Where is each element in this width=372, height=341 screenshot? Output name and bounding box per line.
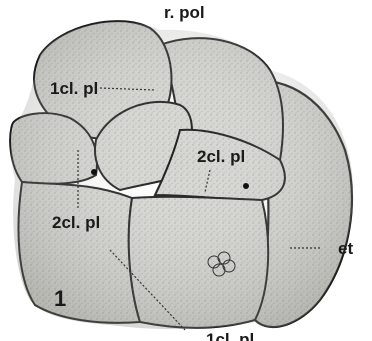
junction-mark-right bbox=[243, 183, 249, 189]
label-et: et bbox=[338, 239, 353, 258]
label-second-cleavage-plane-left: 2cl. pl bbox=[52, 213, 100, 232]
label-r-pol: r. pol bbox=[164, 3, 205, 22]
figure-number: 1 bbox=[54, 286, 66, 311]
embryo-shading bbox=[11, 22, 353, 329]
embryo-body bbox=[10, 21, 353, 329]
label-first-cleavage-plane: 1cl. pl bbox=[50, 79, 98, 98]
label-second-cleavage-plane-right: 2cl. pl bbox=[197, 147, 245, 166]
junction-mark-left bbox=[91, 169, 97, 175]
label-bottom-cleavage-plane: 1cl. pl bbox=[206, 330, 254, 341]
